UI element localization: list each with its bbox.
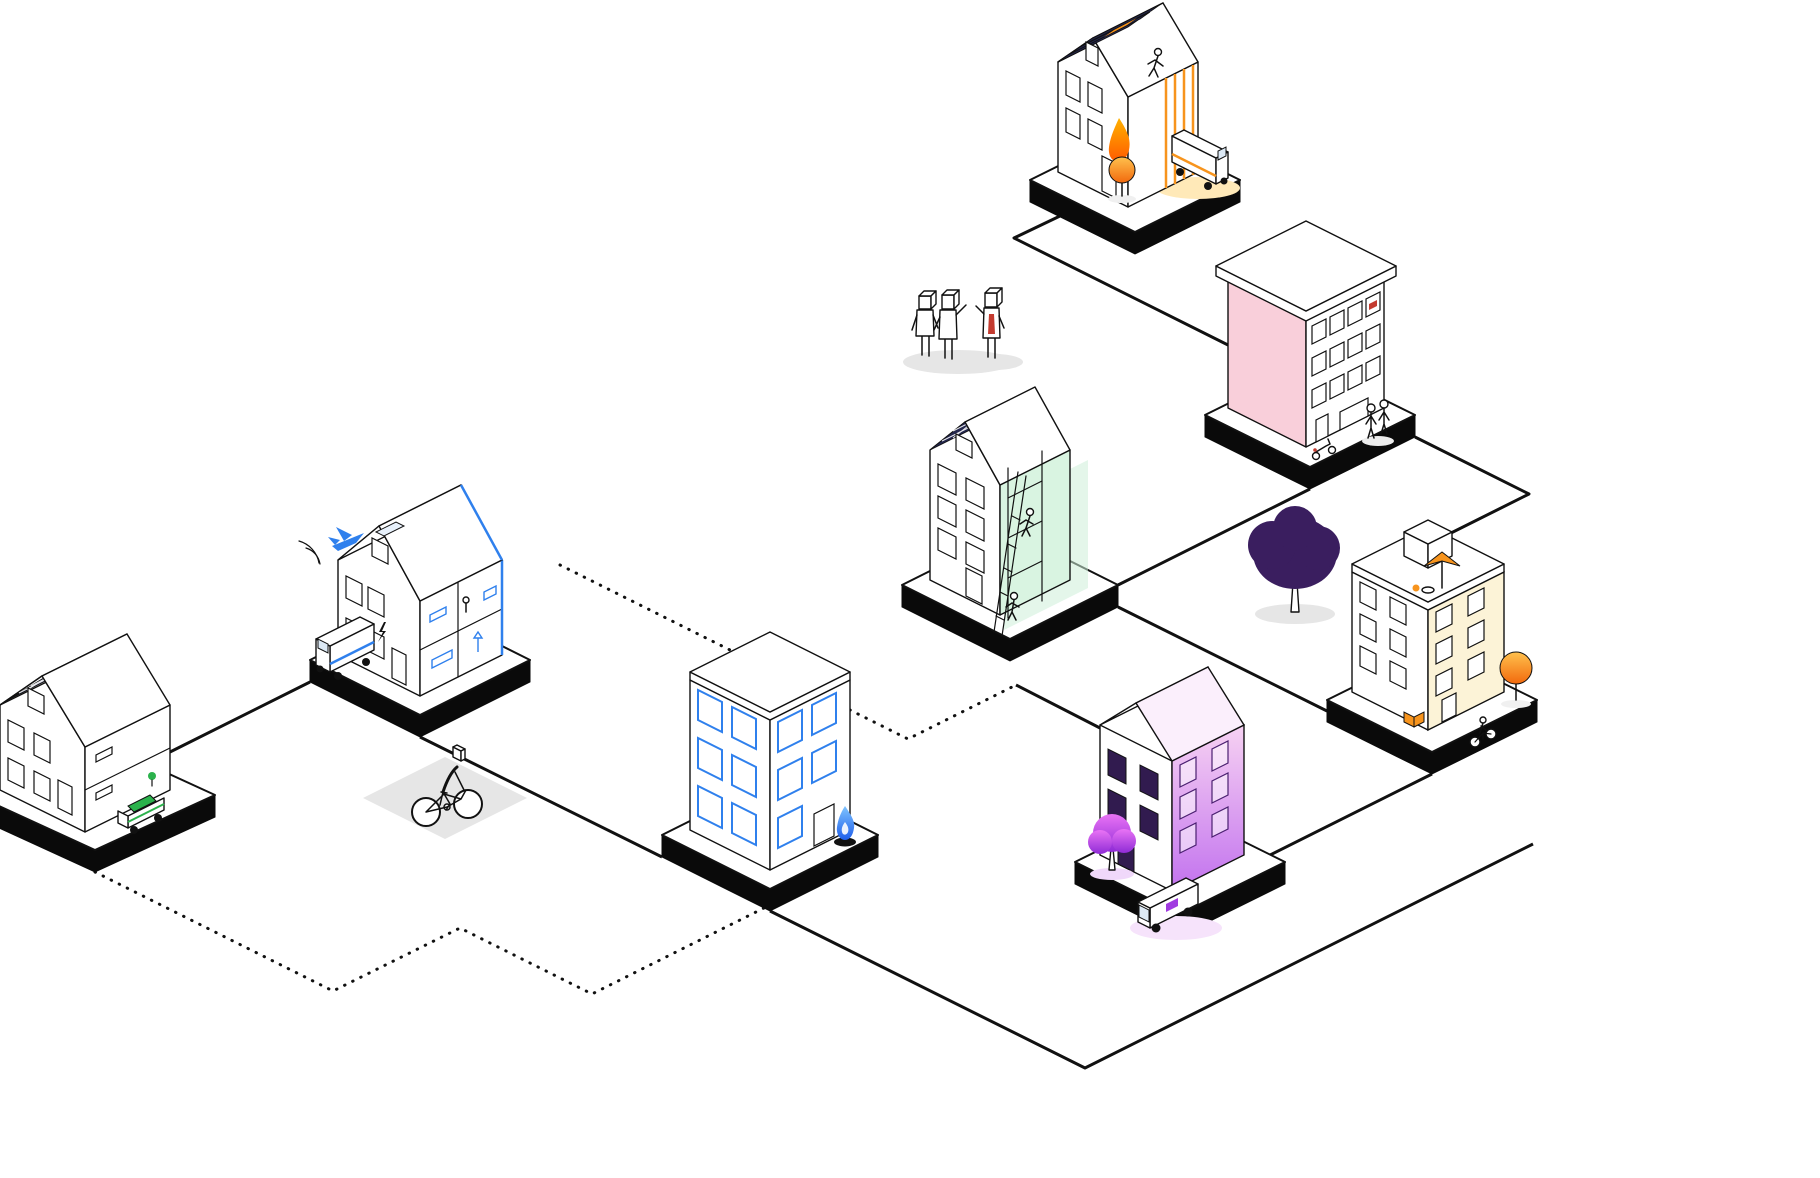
charging-bolt-icon bbox=[378, 622, 386, 642]
person-middle bbox=[933, 289, 967, 360]
roof-slab-top bbox=[1215, 220, 1397, 312]
door bbox=[1441, 692, 1457, 723]
orange-crates bbox=[1403, 711, 1425, 728]
gradient-wall-windows bbox=[1179, 740, 1229, 854]
door bbox=[391, 647, 407, 686]
rooftop-terrace-building bbox=[1326, 519, 1538, 775]
car-roof bbox=[127, 794, 157, 813]
roof-right-slope bbox=[41, 633, 171, 748]
skylight bbox=[374, 521, 406, 537]
worker-at-base bbox=[1005, 591, 1020, 621]
green-ev-car bbox=[117, 794, 165, 834]
orange-tree bbox=[1499, 651, 1533, 708]
roof-right-slope bbox=[964, 386, 1071, 486]
windows bbox=[7, 687, 51, 802]
connector-solar-home-to-blue-flame-building bbox=[93, 870, 766, 996]
red-vest bbox=[988, 314, 995, 334]
people-group bbox=[903, 287, 1023, 374]
windshield bbox=[317, 638, 329, 654]
interior bbox=[84, 746, 171, 801]
purple-tree bbox=[1248, 506, 1340, 624]
parasol bbox=[1412, 551, 1461, 594]
door bbox=[1315, 413, 1329, 443]
airplane-icon bbox=[298, 527, 364, 565]
mini-cyclist bbox=[1469, 716, 1497, 748]
door bbox=[813, 803, 835, 847]
person-left bbox=[911, 290, 939, 357]
windows bbox=[1065, 41, 1103, 151]
rider bbox=[439, 744, 466, 811]
pink-apartment bbox=[1204, 220, 1416, 490]
windows bbox=[937, 433, 985, 574]
purple-tree-small bbox=[1088, 814, 1136, 880]
connected-home bbox=[298, 484, 531, 738]
orange-tree-small bbox=[1108, 156, 1136, 203]
red-window-item bbox=[1369, 300, 1377, 310]
connector-connected-home-to-renovation-house bbox=[558, 563, 1018, 741]
person-right bbox=[975, 287, 1005, 359]
connector-pink-apartment-to-renovation-house bbox=[1117, 487, 1311, 587]
worker-on-scaffold bbox=[1019, 507, 1035, 537]
delivery-van bbox=[1130, 877, 1222, 940]
renovation-house bbox=[901, 386, 1119, 662]
connector-rooftop-terrace-building-to-purple-house bbox=[1269, 772, 1433, 857]
windows bbox=[1311, 291, 1381, 409]
scooter bbox=[1311, 438, 1337, 461]
gas-flame-icon bbox=[834, 806, 856, 847]
connector-blue-flame-building-to-edge-bottom-right bbox=[769, 842, 1534, 1070]
roof-right-slope bbox=[1135, 666, 1245, 762]
door bbox=[965, 567, 983, 605]
solar-home bbox=[0, 633, 216, 873]
construction-house bbox=[1029, 2, 1241, 255]
parked-truck bbox=[315, 616, 375, 680]
windshield bbox=[1138, 904, 1150, 923]
windows bbox=[1359, 581, 1485, 697]
windows-blue bbox=[697, 688, 837, 850]
interior bbox=[419, 581, 503, 678]
roof-top bbox=[689, 631, 851, 713]
door bbox=[57, 779, 73, 816]
van-logo bbox=[1166, 898, 1178, 912]
ground-diamond bbox=[363, 757, 527, 839]
dotted-connectors bbox=[93, 563, 1018, 996]
connector-renovation-house-to-rooftop-terrace-building bbox=[1117, 605, 1328, 713]
residents bbox=[1362, 399, 1394, 446]
canopy bbox=[1248, 506, 1340, 589]
cyclist bbox=[363, 744, 527, 839]
windshield bbox=[1217, 146, 1227, 161]
garage-door bbox=[1339, 397, 1369, 431]
roofer-figure bbox=[1147, 47, 1164, 78]
connector-connected-home-to-solar-home bbox=[169, 680, 311, 754]
heating-flame bbox=[1108, 118, 1130, 162]
delivery-truck bbox=[1171, 129, 1229, 190]
blue-flame-building bbox=[661, 631, 879, 912]
purple-house bbox=[1074, 666, 1286, 940]
connector-pink-apartment-to-rooftop-terrace-building bbox=[1414, 435, 1531, 542]
connector-renovation-house-to-purple-house bbox=[1015, 683, 1101, 730]
orange-panel bbox=[1104, 18, 1137, 37]
roof-edge-blue bbox=[459, 484, 504, 561]
